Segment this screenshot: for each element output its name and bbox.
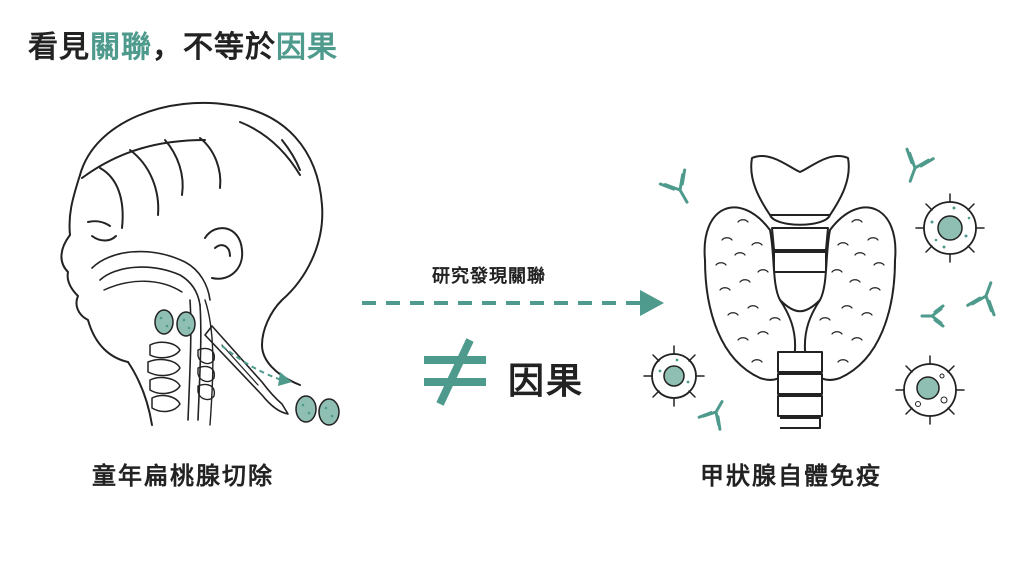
- title-part-1: 看見: [28, 30, 90, 65]
- association-arrow: [362, 290, 664, 316]
- immune-cell-icon: [643, 345, 705, 407]
- immune-cell-icon: [915, 193, 985, 263]
- not-equal-icon: [424, 338, 486, 406]
- antibody-icons: [658, 147, 996, 431]
- left-caption: 童年扁桃腺切除: [92, 462, 274, 490]
- immune-cell-icons: [643, 193, 985, 425]
- removed-tonsils: [295, 395, 340, 426]
- antibody-icon: [920, 304, 945, 328]
- immune-cell-icon: [895, 355, 965, 425]
- antibody-icon: [697, 400, 724, 431]
- page-title: 看見關聯，不等於因果: [28, 22, 338, 66]
- thyroid-texture: [715, 219, 885, 363]
- right-caption: 甲狀腺自體免疫: [700, 462, 882, 490]
- antibody-icon: [966, 281, 996, 317]
- title-part-4: 因果: [276, 30, 338, 65]
- antibody-icon: [905, 147, 935, 183]
- title-part-3: ，不等於: [152, 30, 276, 65]
- antibody-icon: [658, 168, 689, 204]
- not-equal-label: 因果: [508, 361, 585, 402]
- child-head-illustration: [60, 101, 324, 426]
- title-part-2: 關聯: [90, 30, 152, 65]
- removal-arrow: [221, 345, 292, 386]
- thyroid-illustration: [703, 155, 897, 429]
- arrow-label: 研究發現關聯: [432, 266, 546, 287]
- tonsils-in-place: [154, 309, 196, 337]
